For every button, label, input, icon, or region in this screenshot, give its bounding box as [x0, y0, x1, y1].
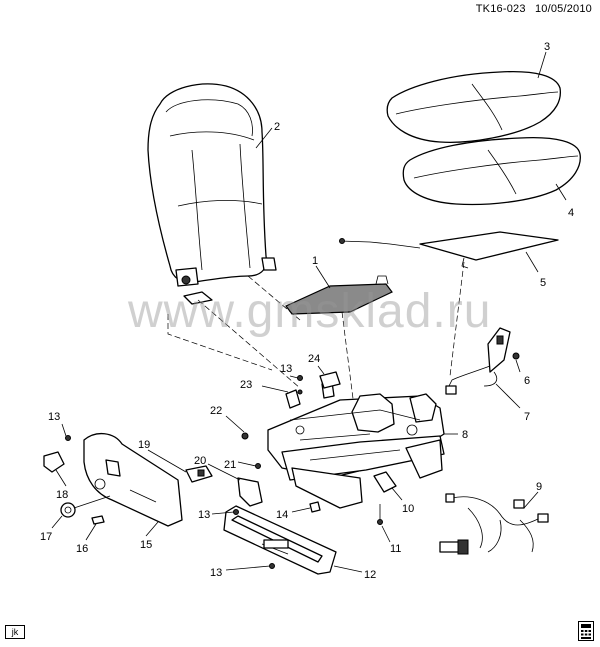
adjuster-trim-panel [223, 505, 337, 575]
diagram-date: 10/05/2010 [534, 3, 592, 15]
callout-labels: 1 2 3 4 5 6 7 8 9 10 11 12 13 13 13 13 1… [40, 41, 574, 581]
callout-22: 22 [210, 405, 222, 417]
callout-8: 8 [462, 429, 468, 441]
callout-5: 5 [540, 277, 546, 289]
callout-13-bottom: 13 [210, 567, 222, 579]
seat-cushion-pad [402, 136, 581, 206]
callout-24: 24 [308, 353, 320, 365]
switch-19 [185, 465, 213, 483]
assembly-guide-lines [167, 261, 465, 439]
watermark: www.gmsklad.ru [128, 285, 492, 338]
callout-18: 18 [56, 489, 68, 501]
callout-4: 4 [568, 207, 574, 219]
callout-21: 21 [224, 459, 236, 471]
calculator-icon [578, 621, 594, 641]
callout-10: 10 [402, 503, 414, 515]
sensor-23 [285, 389, 303, 409]
motor-24 [319, 371, 341, 389]
callout-12: 12 [364, 569, 376, 581]
diagram-code: TK16-023 [475, 3, 526, 15]
recliner-lever [43, 451, 65, 473]
bracket-10 [373, 471, 397, 493]
seat-back-heater [339, 231, 559, 269]
callout-23: 23 [240, 379, 252, 391]
callout-19: 19 [138, 439, 150, 451]
seat-back [147, 83, 277, 305]
callout-9: 9 [536, 481, 542, 493]
callout-13-left: 13 [48, 411, 60, 423]
callout-11: 11 [390, 543, 401, 555]
callout-6: 6 [524, 375, 530, 387]
callout-2: 2 [274, 121, 280, 133]
callout-17: 17 [40, 531, 52, 543]
callout-7: 7 [524, 411, 530, 423]
bracket-20 [237, 477, 263, 507]
clip-14 [309, 501, 321, 513]
callout-15: 15 [140, 539, 152, 551]
callout-13-top: 13 [280, 363, 292, 375]
side-shield [83, 433, 183, 527]
seat-frame [267, 381, 445, 509]
callout-1: 1 [312, 255, 318, 267]
wiring-harness [439, 493, 549, 555]
diagram-header: TK16-023 10/05/2010 [476, 3, 592, 15]
callout-16: 16 [76, 543, 88, 555]
recliner-knob [60, 495, 111, 518]
callout-14: 14 [276, 509, 288, 521]
leader-lines [51, 51, 567, 573]
clip-16 [91, 515, 105, 525]
seat-belt-buckle [445, 327, 511, 395]
seat-cushion-heater [285, 275, 393, 315]
callout-20: 20 [194, 455, 206, 467]
callout-3: 3 [544, 41, 550, 53]
seat-cushion-cover [386, 70, 562, 143]
footer-code-box: jk [5, 625, 25, 639]
callout-13-middle: 13 [198, 509, 210, 521]
